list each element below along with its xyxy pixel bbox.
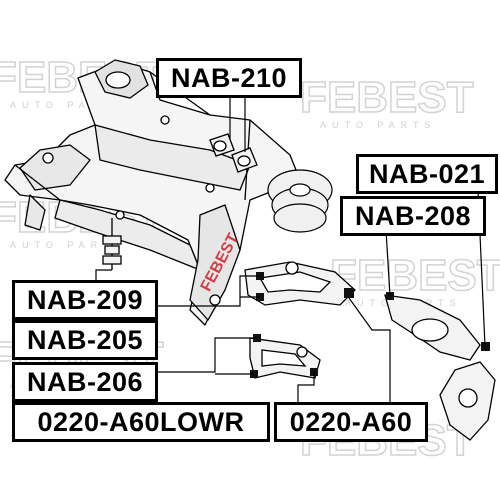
lower-control-arm <box>249 337 321 379</box>
label-nab-206[interactable]: NAB-206 <box>12 362 158 402</box>
label-0220-a60lowr[interactable]: 0220-A60LOWR <box>12 402 270 442</box>
nab209-bushing <box>102 218 122 270</box>
watermark-tagline: AUTO PARTS <box>10 240 127 250</box>
coil-spring <box>267 169 333 233</box>
watermark-tagline: AUTO PARTS <box>320 120 437 130</box>
nab210-bushings <box>209 133 258 173</box>
watermark-brand: FEBEST <box>330 251 500 300</box>
watermark-brand: FEBEST <box>300 73 474 122</box>
label-nab-210[interactable]: NAB-210 <box>156 58 302 98</box>
upper-control-arm <box>244 261 356 306</box>
label-nab-021[interactable]: NAB-021 <box>356 154 498 194</box>
rear-knuckle <box>384 294 496 441</box>
label-nab-208[interactable]: NAB-208 <box>340 196 486 236</box>
label-nab-209[interactable]: NAB-209 <box>12 280 158 320</box>
nab021-bushing <box>481 342 490 351</box>
watermark-tagline: AUTO PARTS <box>10 100 127 110</box>
label-0220-a60[interactable]: 0220-A60 <box>274 402 428 442</box>
rear-subframe <box>4 59 301 326</box>
a60-bushing <box>344 288 354 298</box>
label-nab-205[interactable]: NAB-205 <box>12 320 158 360</box>
